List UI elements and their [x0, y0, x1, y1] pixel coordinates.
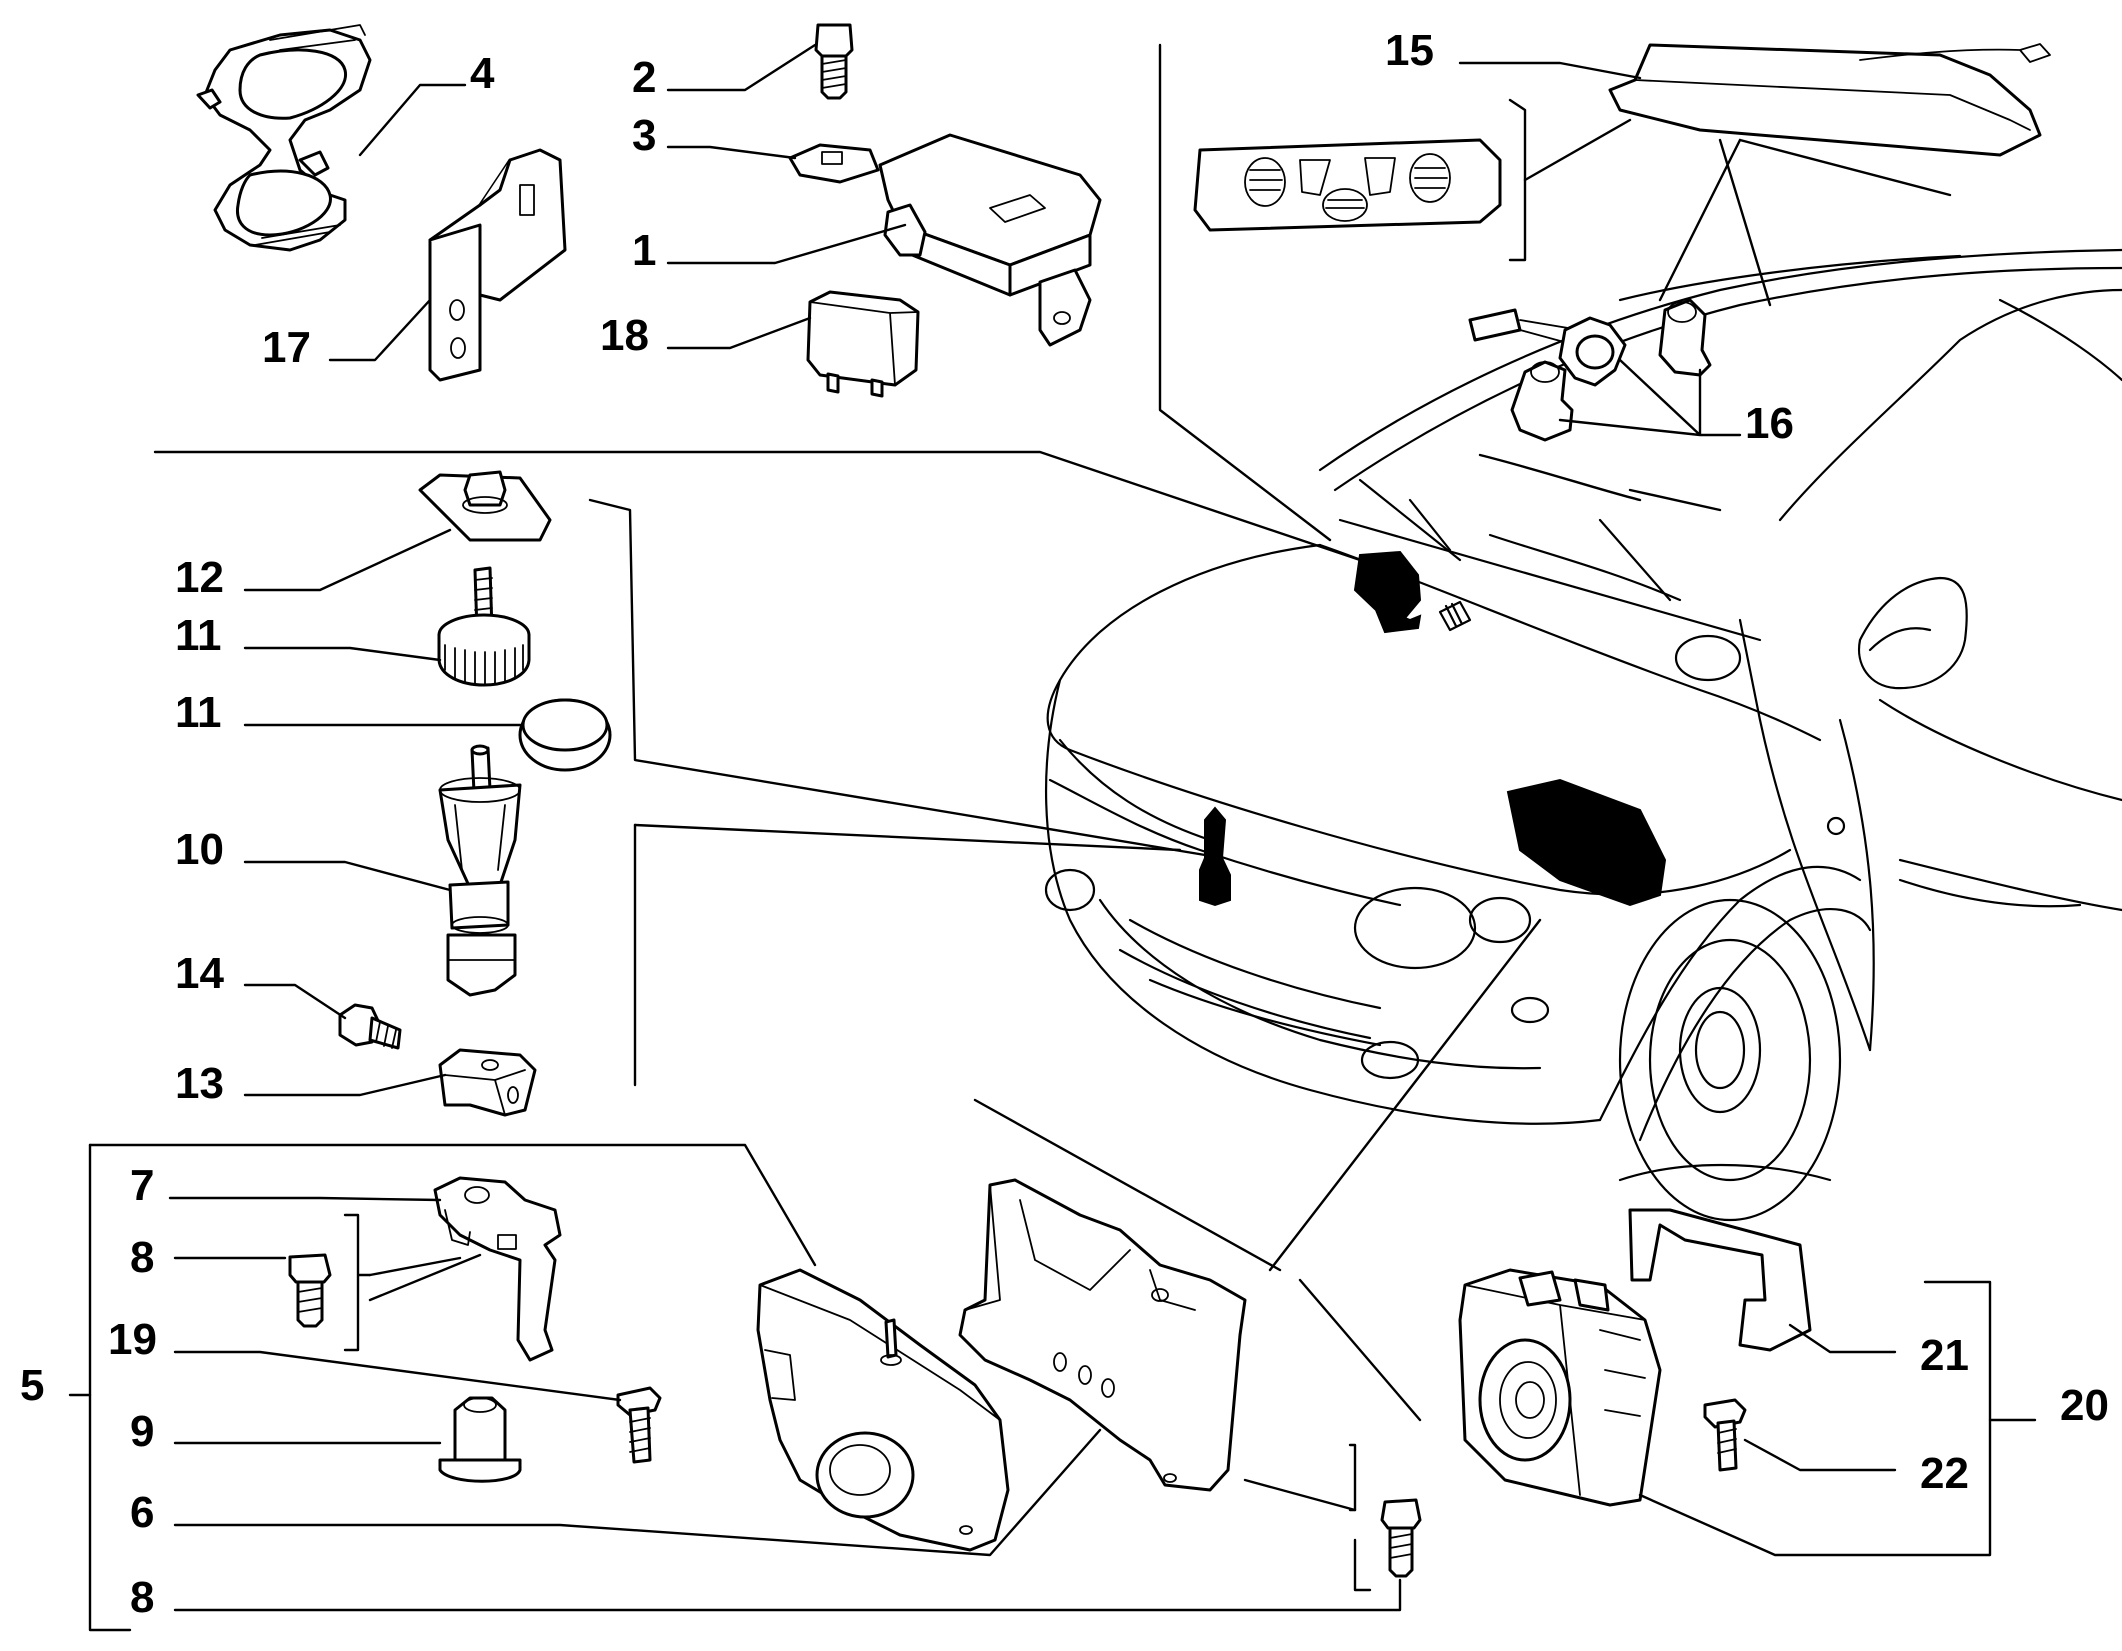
highlight-headlamp-actuator: [1199, 806, 1231, 907]
part-17-bracket: [428, 148, 567, 382]
highlight-module-cowl: [1353, 550, 1422, 634]
callout-2: 2: [632, 53, 656, 102]
part-8-bolt-left: [288, 1253, 332, 1328]
part-13-bracket: [438, 1048, 537, 1117]
part-3-clip: [788, 143, 880, 184]
callout-19: 19: [108, 1315, 157, 1364]
callout-8a: 8: [130, 1233, 154, 1282]
part-22-screw: [1703, 1398, 1747, 1472]
callout-16: 16: [1745, 399, 1794, 448]
leader-lines: [68, 43, 2037, 1632]
callout-3: 3: [632, 111, 656, 160]
callout-15: 15: [1385, 26, 1434, 75]
callout-1: 1: [632, 226, 656, 275]
part-11-cap: [518, 698, 612, 772]
callout-7: 7: [130, 1161, 154, 1210]
part-14-screw: [338, 1003, 402, 1050]
callout-11b: 11: [175, 688, 222, 737]
part-6-actuator-housing: [756, 1268, 1010, 1552]
part-10-headlamp-adjuster: [438, 744, 522, 997]
callout-labels: 4 17 2 3 1 18 15 16 12 11 11 10 14 13 7 …: [20, 26, 2109, 1622]
part-15-interior-lamp: [1608, 43, 2051, 157]
callout-22: 22: [1920, 1449, 1969, 1498]
callout-18: 18: [600, 311, 649, 360]
part-19-screw: [616, 1386, 662, 1464]
part-9-nut: [438, 1396, 522, 1483]
callout-11a: 11: [175, 611, 222, 660]
part-6-mounting-bracket: [958, 1178, 1247, 1492]
part-11-adjuster-wheel: [437, 566, 531, 687]
lamp-lens-detail: [1193, 138, 1502, 232]
part-1-control-unit: [878, 133, 1102, 347]
part-4-cable-clip: [196, 24, 372, 252]
part-2-bolt: [814, 23, 854, 100]
callout-9: 9: [130, 1407, 154, 1456]
part-21-clamp: [1628, 1208, 1812, 1352]
callout-10: 10: [175, 825, 224, 874]
callout-5: 5: [20, 1361, 44, 1410]
callout-14: 14: [175, 949, 224, 998]
part-18-relay: [806, 290, 920, 398]
callout-12: 12: [175, 553, 224, 602]
callout-13: 13: [175, 1059, 224, 1108]
part-7-lever: [433, 1176, 562, 1362]
part-12-clip-nut: [418, 470, 552, 542]
highlight-module-fender: [1506, 778, 1667, 907]
callout-20: 20: [2060, 1381, 2109, 1430]
callout-17: 17: [262, 323, 311, 372]
callout-6: 6: [130, 1488, 154, 1537]
callout-8b: 8: [130, 1573, 154, 1622]
car-body-illustration: [1044, 248, 2122, 1222]
part-8-bolt-right: [1380, 1498, 1422, 1578]
part-20-module: [1458, 1268, 1662, 1507]
callout-4: 4: [470, 49, 495, 98]
part-16-switches: [1468, 298, 1712, 442]
callout-21: 21: [1920, 1331, 1969, 1380]
